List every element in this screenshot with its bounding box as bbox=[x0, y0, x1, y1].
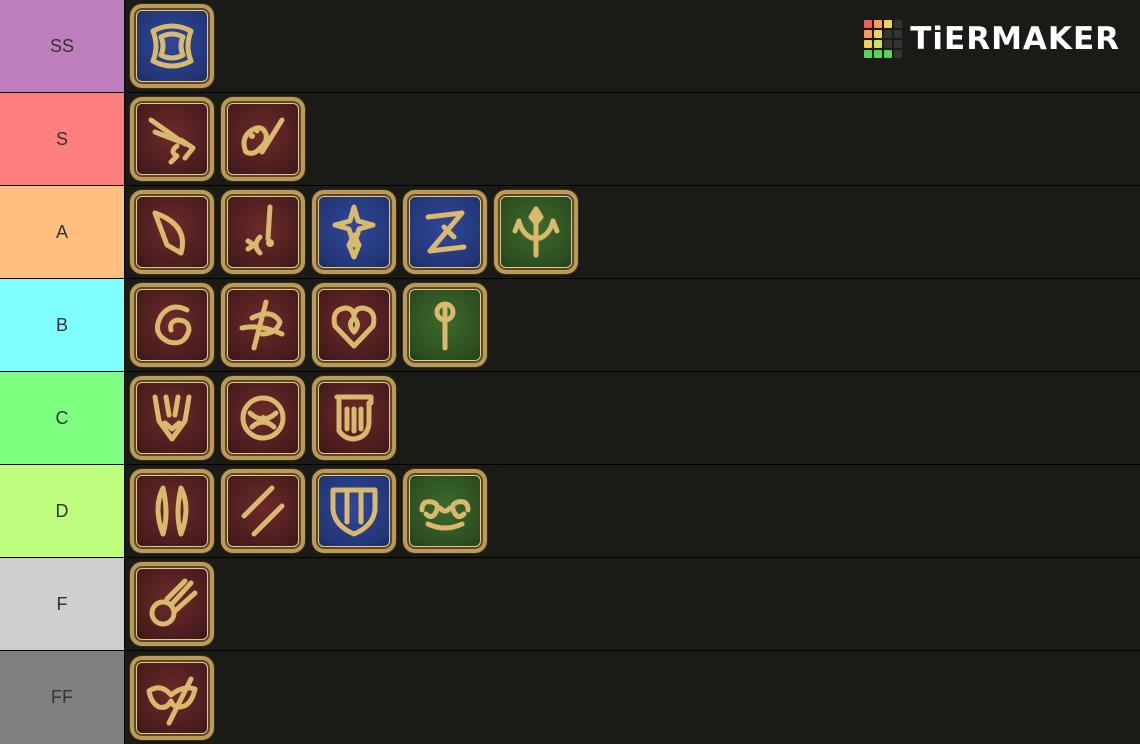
job-tile[interactable] bbox=[403, 283, 487, 367]
job-tile[interactable] bbox=[312, 190, 396, 274]
tier-row-s: S bbox=[0, 93, 1140, 186]
swirl-icon bbox=[154, 304, 192, 346]
tier-row-f: F bbox=[0, 558, 1140, 651]
job-tile[interactable] bbox=[221, 97, 305, 181]
star-crystal-icon bbox=[332, 204, 376, 260]
tier-items[interactable] bbox=[125, 93, 1140, 185]
tier-label[interactable]: FF bbox=[0, 651, 125, 744]
mask-icon bbox=[146, 676, 198, 725]
job-tile[interactable] bbox=[403, 190, 487, 274]
tier-items[interactable] bbox=[125, 651, 1140, 744]
tier-row-b: B bbox=[0, 279, 1140, 372]
tier-row-d: D bbox=[0, 465, 1140, 558]
tier-items[interactable] bbox=[125, 372, 1140, 464]
twin-blades-icon bbox=[155, 485, 189, 537]
logo-cell bbox=[894, 30, 903, 38]
job-tile[interactable] bbox=[221, 190, 305, 274]
logo-cell bbox=[894, 50, 903, 58]
tier-row-ss: SS bbox=[0, 0, 1140, 93]
tier-items[interactable] bbox=[125, 465, 1140, 557]
trident-crest-icon bbox=[512, 206, 560, 258]
job-tile[interactable] bbox=[130, 376, 214, 460]
tier-row-c: C bbox=[0, 372, 1140, 465]
tier-label[interactable]: D bbox=[0, 465, 125, 557]
logo-cell bbox=[864, 30, 873, 38]
tier-label[interactable]: A bbox=[0, 186, 125, 278]
job-tile[interactable] bbox=[130, 562, 214, 646]
job-tile[interactable] bbox=[130, 97, 214, 181]
job-tile[interactable] bbox=[221, 376, 305, 460]
heart-gem-icon bbox=[331, 305, 377, 349]
tier-row-a: A bbox=[0, 186, 1140, 279]
logo-grid-icon bbox=[864, 20, 903, 58]
scroll-icon bbox=[419, 499, 471, 531]
tiermaker-logo[interactable]: TiERMAKER bbox=[864, 20, 1120, 58]
logo-cell bbox=[864, 50, 873, 58]
chakram-icon bbox=[240, 395, 286, 441]
job-tile[interactable] bbox=[130, 4, 214, 88]
tier-items[interactable] bbox=[125, 279, 1140, 371]
logo-cell bbox=[874, 30, 883, 38]
job-tile[interactable] bbox=[130, 190, 214, 274]
banner-icon bbox=[334, 394, 374, 442]
fireball-icon bbox=[149, 578, 198, 627]
logo-cell bbox=[884, 50, 893, 58]
bow-icon bbox=[152, 210, 185, 256]
staff-icon bbox=[434, 301, 456, 351]
logo-cell bbox=[864, 40, 873, 48]
logo-cell bbox=[894, 40, 903, 48]
logo-cell bbox=[874, 20, 883, 28]
shield-icon bbox=[330, 487, 378, 537]
logo-text: TiERMAKER bbox=[910, 21, 1120, 57]
rapier-icon bbox=[245, 204, 274, 256]
job-tile[interactable] bbox=[403, 469, 487, 553]
double-slash-icon bbox=[241, 485, 285, 537]
sword-slash-icon bbox=[425, 210, 467, 254]
scythe-icon bbox=[239, 299, 285, 351]
tier-items[interactable] bbox=[125, 0, 1140, 92]
ring-crest-icon bbox=[150, 23, 194, 69]
job-tile[interactable] bbox=[221, 283, 305, 367]
palette-brush-icon bbox=[241, 117, 285, 156]
tier-label[interactable]: S bbox=[0, 93, 125, 185]
gunblade-icon bbox=[148, 117, 196, 165]
job-tile[interactable] bbox=[130, 469, 214, 553]
job-tile[interactable] bbox=[312, 376, 396, 460]
dragoon-helm-icon bbox=[152, 394, 192, 442]
logo-cell bbox=[884, 30, 893, 38]
logo-cell bbox=[874, 40, 883, 48]
tier-label[interactable]: SS bbox=[0, 0, 125, 92]
job-tile[interactable] bbox=[130, 655, 214, 740]
logo-cell bbox=[874, 50, 883, 58]
tier-label[interactable]: C bbox=[0, 372, 125, 464]
job-tile[interactable] bbox=[312, 469, 396, 553]
logo-cell bbox=[894, 20, 903, 28]
job-tile[interactable] bbox=[221, 469, 305, 553]
logo-cell bbox=[884, 40, 893, 48]
logo-cell bbox=[884, 20, 893, 28]
job-tile[interactable] bbox=[130, 283, 214, 367]
job-tile[interactable] bbox=[494, 190, 578, 274]
job-tile[interactable] bbox=[312, 283, 396, 367]
tier-label[interactable]: B bbox=[0, 279, 125, 371]
tier-items[interactable] bbox=[125, 558, 1140, 650]
tier-items[interactable] bbox=[125, 186, 1140, 278]
tier-row-ff: FF bbox=[0, 651, 1140, 744]
tier-label[interactable]: F bbox=[0, 558, 125, 650]
logo-cell bbox=[864, 20, 873, 28]
